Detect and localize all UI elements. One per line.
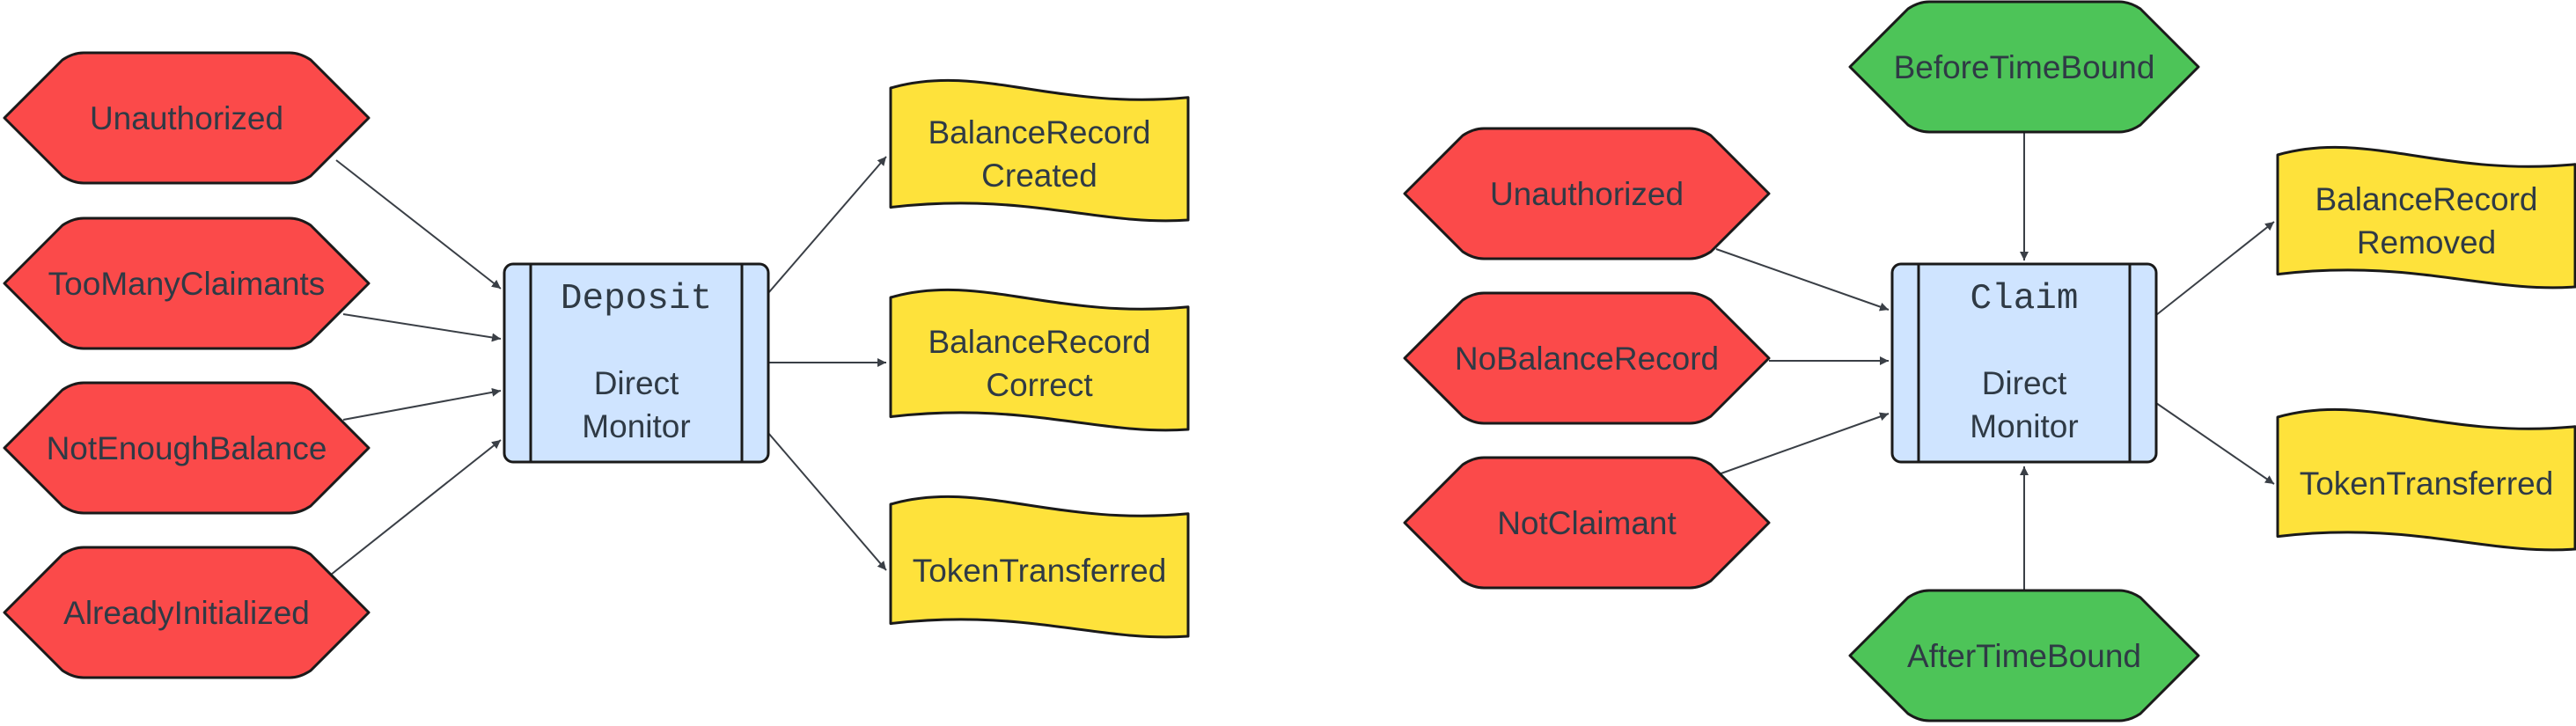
error-too-many-claimants-label: TooManyClaimants bbox=[48, 266, 326, 302]
arrow-deposit-to-event-3 bbox=[767, 432, 887, 571]
event-balance-record-created-deposit-label-line1: BalanceRecord bbox=[928, 114, 1151, 150]
condition-before-time-bound: BeforeTimeBound bbox=[1848, 0, 2200, 134]
condition-before-time-bound-label: BeforeTimeBound bbox=[1894, 49, 2155, 85]
arrow-already-initialized-to-deposit bbox=[330, 439, 502, 576]
event-balance-record-correct-deposit-label-line1: BalanceRecord bbox=[928, 324, 1151, 360]
error-not-enough-balance-label: NotEnoughBalance bbox=[47, 430, 327, 466]
deposit-monitor-title: Deposit bbox=[561, 279, 712, 319]
error-not-claimant-claim-label: NotClaimant bbox=[1497, 505, 1677, 541]
arrow-not-enough-balance-to-deposit bbox=[342, 387, 502, 421]
arrow-too-many-claimants-to-deposit bbox=[342, 313, 502, 342]
event-balance-record-removed-claim-label-line2: Removed bbox=[2357, 224, 2496, 260]
arrow-not-claimant-to-claim bbox=[1715, 412, 1890, 476]
error-already-initialized: AlreadyInitialized bbox=[3, 546, 371, 679]
error-not-claimant-claim: NotClaimant bbox=[1403, 456, 1771, 590]
error-unauthorized: Unauthorized bbox=[3, 51, 371, 185]
event-token-transferred-deposit-label: TokenTransferred bbox=[913, 553, 1167, 589]
claim-monitor-line2: Monitor bbox=[1970, 408, 2078, 444]
arrow-claim-to-event-2 bbox=[2155, 402, 2275, 485]
error-unauthorized-claim: Unauthorized bbox=[1403, 127, 1771, 260]
error-unauthorized-label: Unauthorized bbox=[90, 100, 283, 136]
event-token-transferred-claim: TokenTransferred bbox=[2276, 407, 2576, 552]
condition-after-time-bound-label: AfterTimeBound bbox=[1907, 638, 2141, 674]
arrow-claim-to-event-1 bbox=[2155, 221, 2275, 316]
event-token-transferred-deposit: TokenTransferred bbox=[889, 495, 1190, 639]
deposit-monitor-line1: Direct bbox=[594, 365, 679, 401]
error-unauthorized-claim-label: Unauthorized bbox=[1490, 176, 1684, 212]
error-no-balance-record-claim: NoBalanceRecord bbox=[1403, 291, 1771, 425]
arrow-deposit-to-event-1 bbox=[767, 156, 887, 294]
arrow-unauthorized-to-deposit bbox=[335, 159, 502, 290]
connector-layer bbox=[330, 132, 2275, 590]
claim-monitor-title: Claim bbox=[1970, 279, 2078, 319]
error-not-enough-balance: NotEnoughBalance bbox=[3, 381, 371, 515]
claim-monitor-line1: Direct bbox=[1982, 365, 2067, 401]
condition-after-time-bound: AfterTimeBound bbox=[1848, 589, 2200, 722]
event-balance-record-removed-claim-label-line1: BalanceRecord bbox=[2315, 181, 2538, 217]
arrow-unauthorized-to-claim bbox=[1715, 248, 1890, 312]
event-token-transferred-claim-label: TokenTransferred bbox=[2300, 466, 2554, 502]
deposit-monitor-line2: Monitor bbox=[582, 408, 690, 444]
error-no-balance-record-claim-label: NoBalanceRecord bbox=[1455, 341, 1719, 377]
error-already-initialized-label: AlreadyInitialized bbox=[63, 595, 310, 631]
event-balance-record-correct-deposit-label-line2: Correct bbox=[986, 367, 1093, 403]
event-balance-record-created-deposit-label-line2: Created bbox=[981, 158, 1097, 194]
error-too-many-claimants: TooManyClaimants bbox=[3, 216, 371, 350]
